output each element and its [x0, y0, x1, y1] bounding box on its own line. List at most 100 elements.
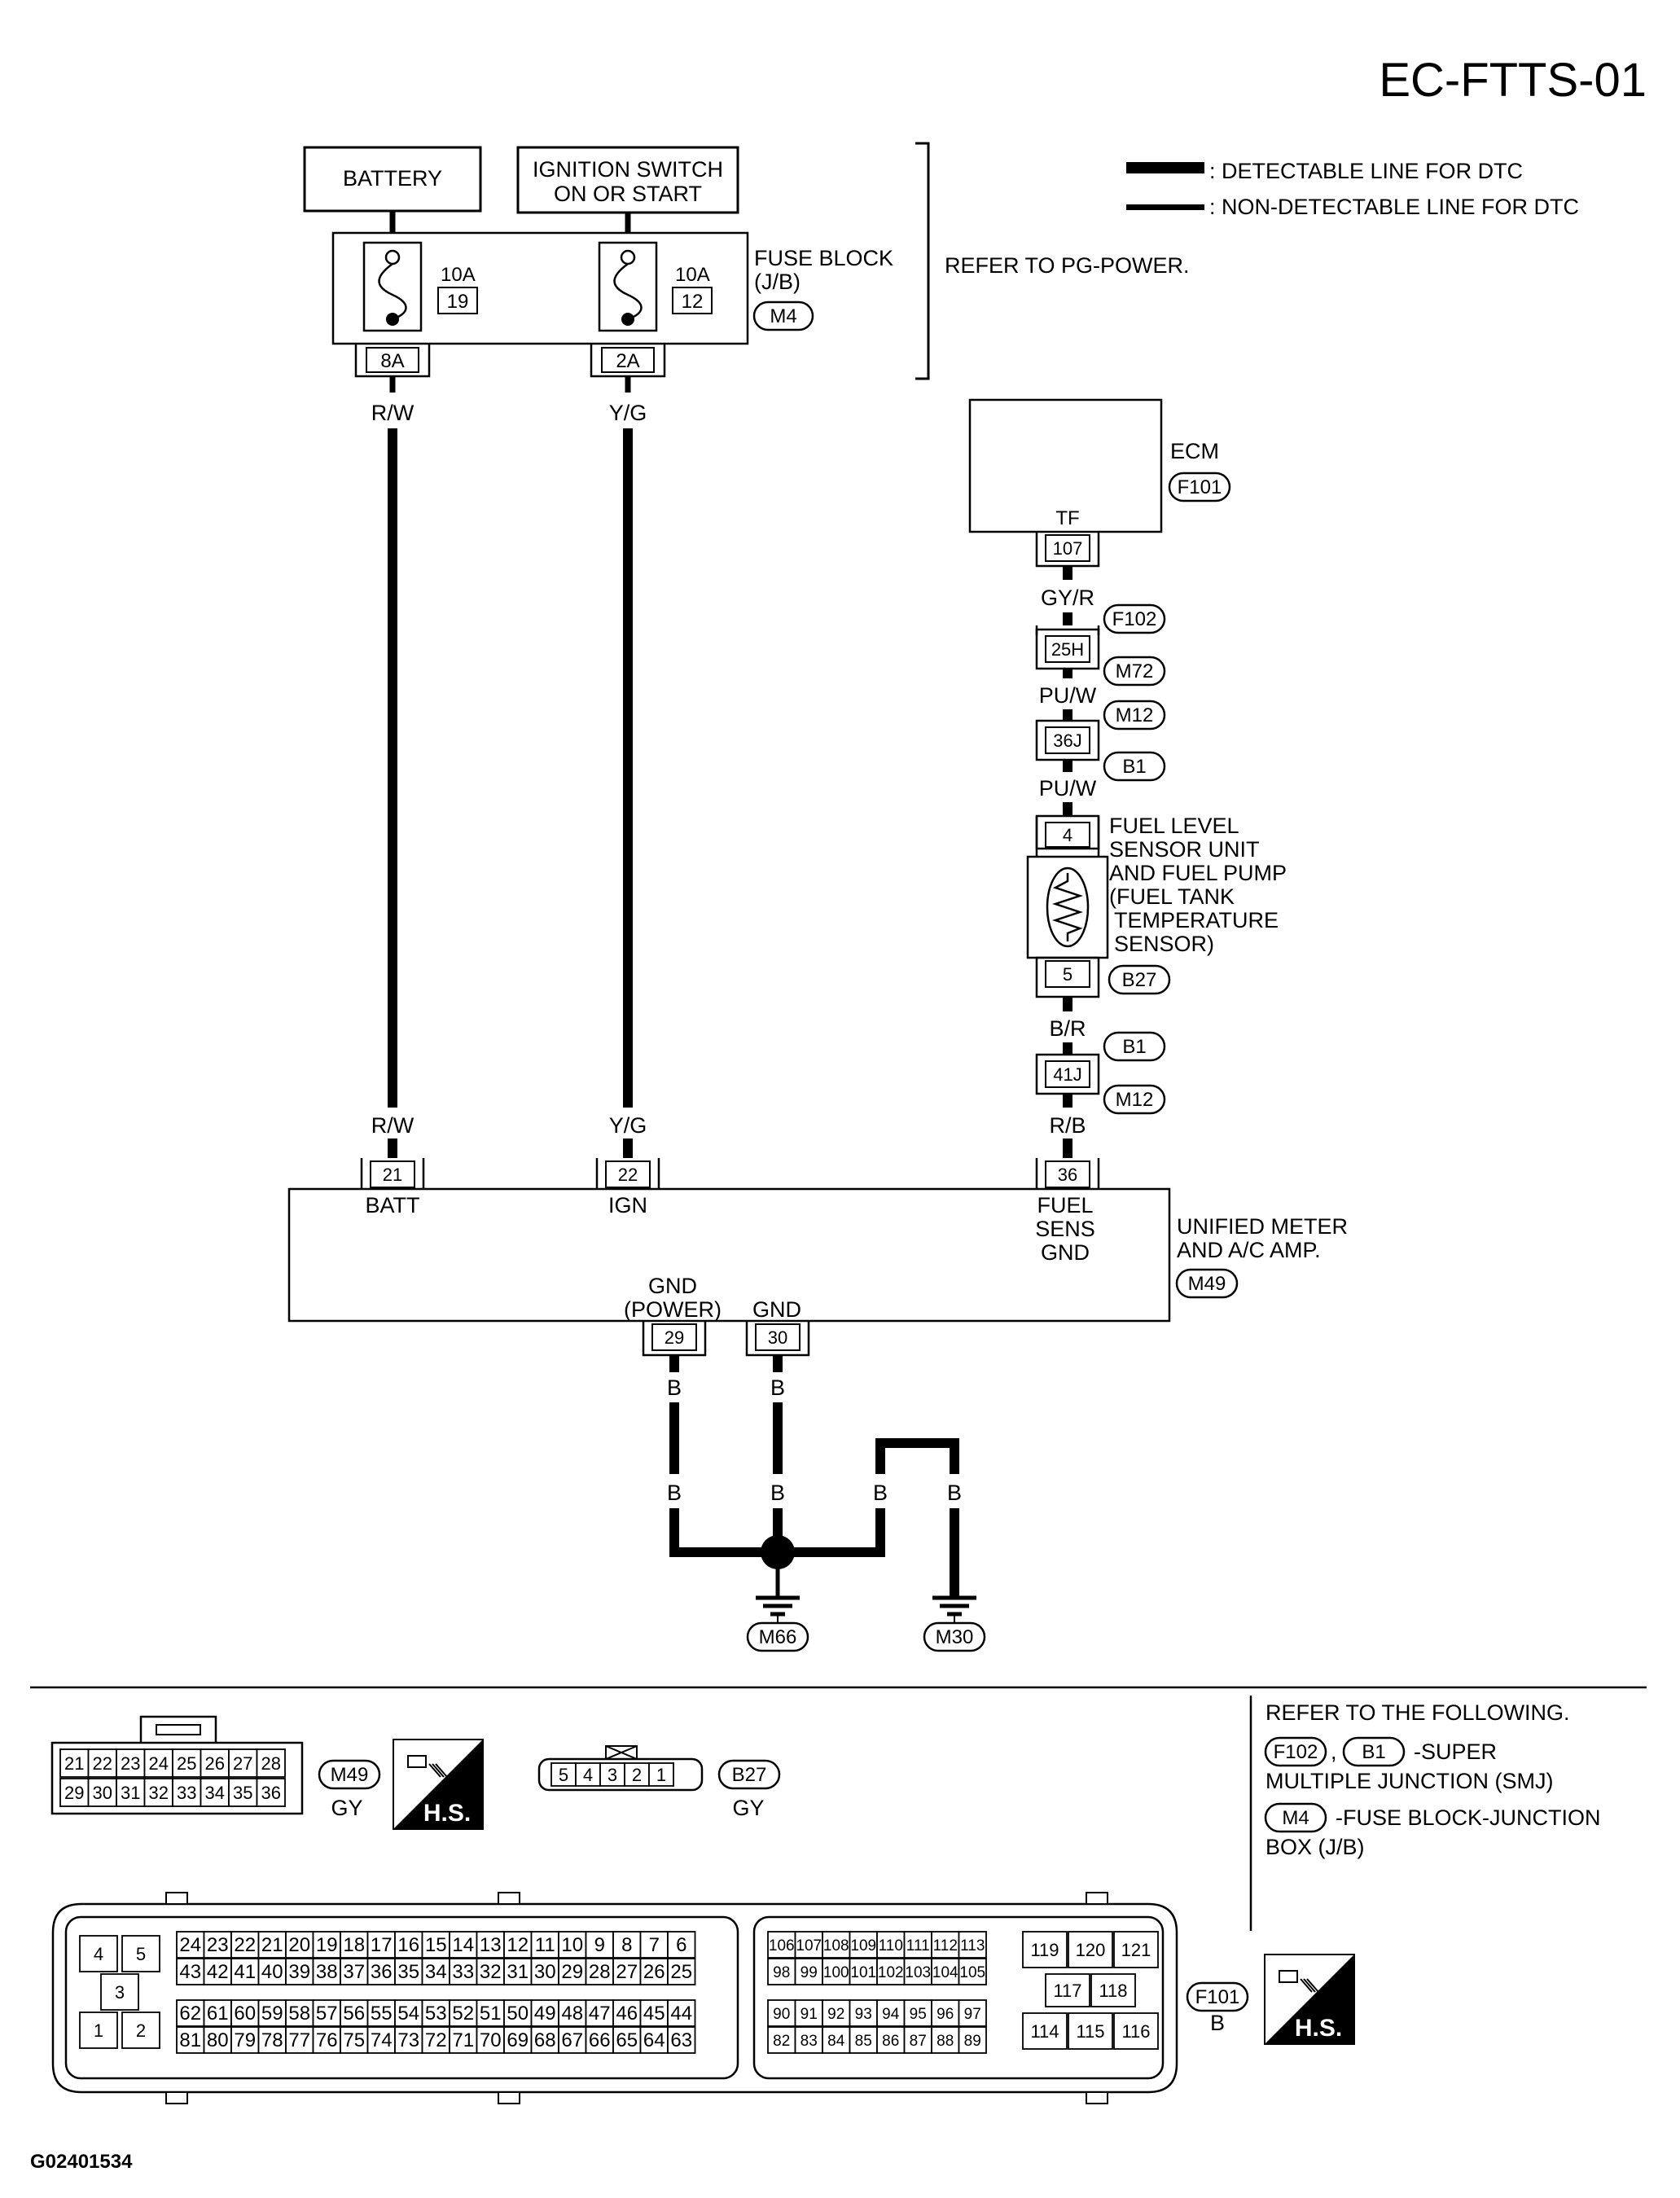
terminal-8a: 8A [354, 344, 431, 378]
sensor-label-3: AND FUEL PUMP [1109, 861, 1287, 885]
meter-pin-36: 36 [1035, 1158, 1100, 1189]
pin-cell [79, 2012, 118, 2049]
pin-number: 64 [643, 2029, 665, 2051]
pin-cell [340, 2026, 369, 2054]
pin-number: 74 [371, 2029, 393, 2051]
pin-number: 82 [773, 2033, 790, 2050]
pin-number: 66 [589, 2029, 611, 2051]
pin-cell [116, 1748, 146, 1778]
pin-number: 41 [234, 1961, 256, 1983]
svg-text:M66: M66 [759, 1626, 797, 1648]
ecm-label: ECM [1170, 439, 1219, 463]
junction-36j-conn-top: M12 [1116, 704, 1154, 726]
pin-cell [59, 1748, 90, 1778]
pin-number: 28 [589, 1961, 611, 1983]
pin-number: 27 [233, 1753, 252, 1774]
pin-number: 11 [535, 1934, 555, 1956]
pin-cell [87, 1778, 117, 1807]
pin-number: 60 [234, 2003, 256, 2025]
refer-text-a1: -SUPER [1414, 1740, 1497, 1764]
pin-number: 71 [452, 2029, 474, 2051]
pin-number: 33 [452, 1961, 474, 1983]
pin-number: 45 [643, 2003, 665, 2025]
refer-sep: , [1331, 1740, 1337, 1764]
pin-cell [340, 1999, 369, 2027]
pin-number: 86 [882, 2033, 899, 2050]
refer-text-a2: MULTIPLE JUNCTION (SMJ) [1265, 1769, 1554, 1793]
fuse2-rating: 10A [675, 264, 710, 286]
pin-number: 23 [207, 1934, 229, 1956]
pin-cell [1090, 1973, 1136, 2007]
svg-text:4: 4 [1063, 825, 1072, 845]
pin-number: 119 [1030, 1940, 1059, 1960]
pin-number: 100 [823, 1964, 849, 1981]
pin-cell [1113, 2012, 1159, 2050]
pin-number: 36 [371, 1961, 393, 1983]
terminal-2a: 2A [590, 344, 666, 378]
pin-number: 47 [589, 2003, 611, 2025]
unified-meter-box: BATT IGN FUEL SENS GND GND (POWER) GND [287, 1187, 1171, 1323]
meter-pin-29: 29 [642, 1321, 707, 1357]
pin-number: 6 [676, 1934, 686, 1956]
pin-cell [230, 1931, 260, 1959]
b27-color: GY [732, 1796, 764, 1820]
pin-cell [200, 1778, 230, 1807]
sensor-connector: B27 [1122, 969, 1157, 991]
pin-number: 115 [1076, 2021, 1104, 2042]
pin-number: 79 [234, 2029, 256, 2051]
ecm-connector: F101 [1178, 476, 1222, 498]
svg-text:2A: 2A [616, 350, 639, 372]
pin-cell [530, 1999, 559, 2027]
pin-cell [257, 1931, 287, 1959]
pin-number: 2 [136, 2020, 146, 2041]
pin-cell [958, 1931, 987, 1959]
m49-label: M49 [331, 1764, 369, 1786]
pin-number: 106 [769, 1937, 795, 1955]
svg-text:8A: 8A [380, 350, 404, 372]
pin-cell [421, 2026, 450, 2054]
pin-number: 98 [773, 1964, 790, 1981]
pin-cell [203, 2026, 232, 2054]
pin-cell [903, 2026, 932, 2054]
fuse-block-connector: M4 [770, 305, 796, 327]
pin-number: 111 [906, 1937, 930, 1955]
pin-number: 34 [425, 1961, 447, 1983]
wire-b-30-low: B [770, 1481, 785, 1505]
pin-cell [822, 1999, 851, 2027]
pin-number: 65 [616, 2029, 638, 2051]
pin-number: 63 [670, 2029, 692, 2051]
pin-cell [931, 1958, 960, 1985]
wire-gyr: GY/R [1041, 586, 1094, 610]
refer-text-c1: -FUSE BLOCK-JUNCTION [1336, 1805, 1601, 1830]
pin-number: 37 [343, 1961, 365, 1983]
pin-cell [958, 2026, 987, 2054]
pin-number: 10 [561, 1934, 583, 1956]
pin-number: 116 [1121, 2021, 1150, 2042]
pin-cell [121, 1935, 160, 1972]
pin-number: 39 [288, 1961, 310, 1983]
wire-yg-top: Y/G [609, 401, 647, 425]
pin-number: 103 [905, 1964, 931, 1981]
pin-number: 7 [649, 1934, 660, 1956]
pin-number: 102 [878, 1964, 904, 1981]
sensor-label-1: FUEL LEVEL [1109, 814, 1239, 838]
wire-rw-bottom: R/W [371, 1113, 415, 1138]
pin-number: 31 [507, 1961, 529, 1983]
pin-number: 80 [207, 2029, 229, 2051]
pin-number: 68 [534, 2029, 556, 2051]
pin-cell [822, 1931, 851, 1959]
pin-cell [612, 1958, 642, 1985]
pin-number: 2 [632, 1765, 642, 1785]
svg-text:21: 21 [383, 1165, 402, 1185]
junction-36j-conn-bot: B1 [1122, 756, 1146, 778]
wire-b-29-top: B [667, 1375, 682, 1400]
pin-number: 78 [261, 2029, 283, 2051]
pin-cell [612, 1931, 642, 1959]
meter-ign-label: IGN [608, 1193, 647, 1217]
pin-number: 67 [561, 2029, 583, 2051]
svg-text:5: 5 [1063, 964, 1072, 985]
pin-cell [203, 1931, 232, 1959]
pin-cell [558, 1958, 587, 1985]
pin-number: 1 [94, 2020, 103, 2041]
refer-box: REFER TO THE FOLLOWING. F102 , B1 -SUPER… [1249, 1696, 1601, 1931]
